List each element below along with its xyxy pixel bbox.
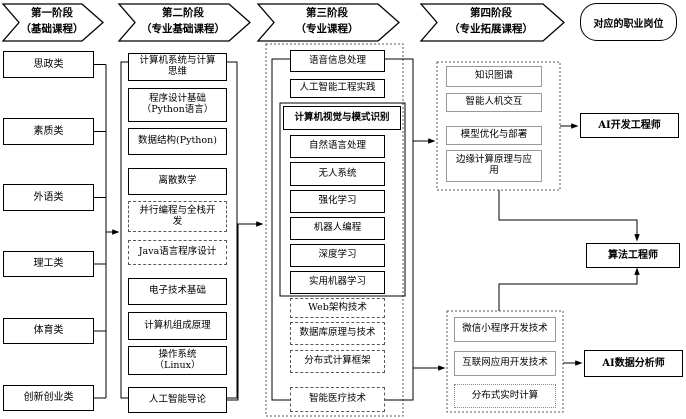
course-box-os-linux: 操作系统 （Linux）	[128, 346, 227, 375]
course-box-parallel-fullstack: 并行编程与全栈开 发	[128, 201, 227, 232]
course-box-edge-computing: 边缘计算原理与应 用	[446, 150, 542, 182]
course-box-web-architecture: Web架构技术	[290, 298, 385, 318]
course-box-model-deployment: 模型优化与部署	[446, 126, 542, 145]
course-box-deep-learning: 深度学习	[290, 244, 385, 267]
course-box-ai-intro: 人工智能导论	[128, 387, 227, 413]
stage4-banner-shape	[419, 3, 565, 42]
stage2-exit-bus	[227, 224, 239, 401]
arrow-stage4top-to-algorithm	[498, 190, 640, 242]
stage2-banner-shape	[117, 3, 251, 42]
course-box-ligong: 理工类	[3, 251, 94, 277]
course-box-ai-engineering: 人工智能工程实践	[290, 79, 385, 98]
course-box-internet-app: 互联网应用开发技术	[454, 351, 556, 376]
course-box-hci: 智能人机交互	[446, 93, 542, 112]
stage3-inner-rect	[279, 102, 406, 297]
course-box-practical-ml: 实用机器学习	[290, 271, 385, 294]
course-box-realtime-computing: 分布式实时计算	[454, 384, 556, 408]
stage1-stubs	[94, 64, 106, 399]
course-box-distributed-computing: 分布式计算框架	[290, 350, 385, 373]
job-box-algorithm-engineer: 算法工程师	[586, 243, 680, 268]
course-box-data-structures: 数据结构(Python)	[128, 128, 227, 155]
course-box-unmanned-systems: 无人系统	[290, 162, 385, 186]
course-box-sizheng: 思政类	[3, 51, 94, 78]
course-box-reinforcement-learning: 强化学习	[290, 190, 385, 213]
course-box-nlp: 自然语言处理	[290, 135, 385, 158]
job-box-ai-data-analyst: AI数据分析师	[584, 350, 683, 377]
course-box-java: Java语言程序设计	[128, 240, 227, 265]
jobs-header: 对应的职业岗位	[580, 3, 677, 41]
course-box-discrete-math: 离散数学	[128, 168, 227, 195]
job-box-ai-developer: AI开发工程师	[580, 113, 679, 138]
course-box-tiyu: 体育类	[3, 318, 94, 344]
course-box-chuangxin: 创新创业类	[3, 385, 94, 411]
course-box-waiyu: 外语类	[3, 184, 94, 211]
course-box-smart-medical: 智能医疗技术	[290, 387, 385, 412]
course-box-electronics: 电子技术基础	[128, 278, 227, 305]
stage1-banner-shape	[1, 3, 104, 42]
course-box-robot-programming: 机器人编程	[290, 217, 385, 240]
course-box-wechat-miniprogram: 微信小程序开发技术	[454, 317, 556, 342]
course-box-suzhi: 素质类	[3, 118, 94, 145]
arrow-stage4bottom-to-algorithm	[498, 267, 640, 311]
connector-lines	[94, 64, 640, 401]
course-box-database: 数据库原理与技术	[290, 322, 385, 345]
stage3-banner-shape	[256, 3, 400, 42]
course-box-computer-vision: 计算机视觉与模式识别	[283, 106, 401, 130]
course-box-knowledge-graph: 知识图谱	[446, 66, 542, 87]
course-box-computer-organization: 计算机组成原理	[128, 312, 227, 340]
course-box-programming-basics: 程序设计基础 （Python语言）	[128, 88, 227, 122]
stage3-outer-dashed-rect	[265, 43, 404, 417]
course-box-speech-processing: 语音信息处理	[290, 50, 385, 72]
course-box-computer-systems: 计算机系统与计算 思维	[128, 53, 227, 81]
stage4-bottom-dashed-rect	[446, 310, 564, 413]
stage-banner-shapes	[1, 3, 565, 42]
